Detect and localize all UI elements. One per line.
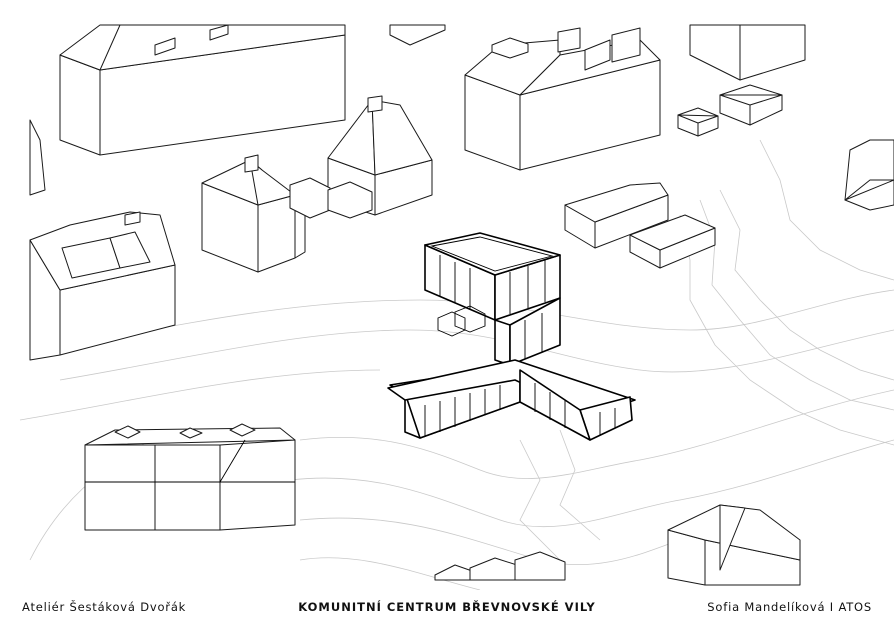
building-bottom-left [84,423,296,531]
building-left-edge [29,119,46,196]
author-caption: Sofia Mandelíková I ATOS [707,600,872,614]
building-top-middle [389,24,446,46]
building-top-left [59,24,346,156]
building-top-right [689,24,806,81]
buildings-bottom-center [434,551,566,581]
axonometric-site-drawing [19,24,894,590]
building-top-center [464,27,661,171]
project-title: KOMUNITNÍ CENTRUM BŘEVNOVSKÉ VILY [298,600,596,614]
community-center-building [387,232,636,441]
studio-caption: Ateliér Šestáková Dvořák [22,600,187,614]
buildings-right-boxes [564,182,716,269]
building-left-large [29,211,176,361]
buildings-right-small [677,84,783,137]
building-house-annex [201,154,373,273]
building-far-right [844,139,894,211]
building-bottom-right [667,504,801,586]
